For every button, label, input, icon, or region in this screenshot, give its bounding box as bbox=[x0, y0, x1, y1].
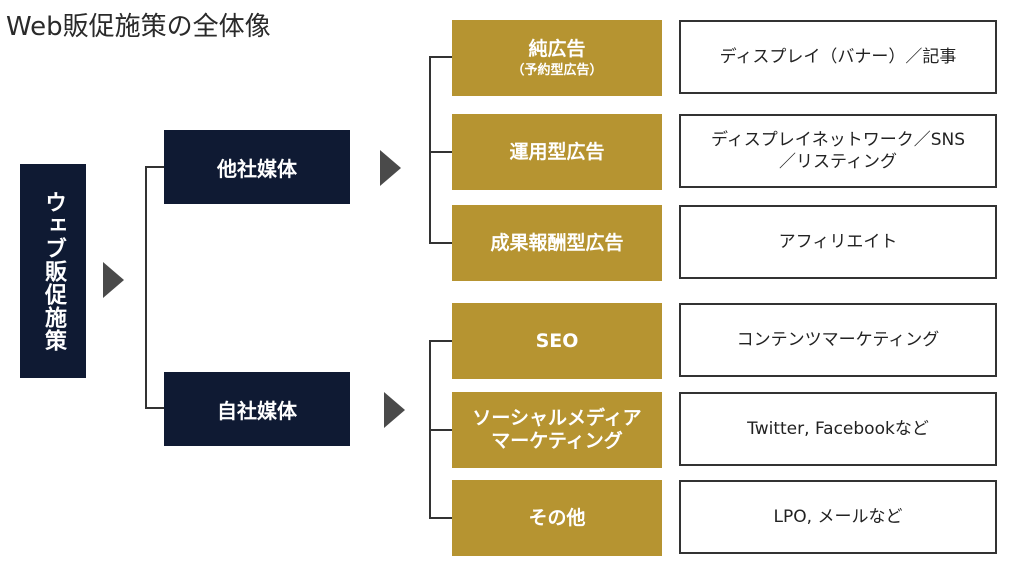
description-box: アフィリエイト bbox=[679, 205, 997, 279]
description-box: Twitter, Facebookなど bbox=[679, 392, 997, 466]
category-label: ソーシャルメディア マーケティング bbox=[472, 407, 642, 452]
category-sublabel: （予約型広告） bbox=[511, 62, 603, 78]
category-label: その他 bbox=[528, 506, 586, 529]
description-text: ディスプレイ（バナー）／記事 bbox=[719, 46, 957, 67]
page-title: Web販促施策の全体像 bbox=[6, 12, 271, 42]
root-bracket bbox=[145, 166, 164, 409]
category-label: 純広告 bbox=[528, 37, 586, 60]
description-text: コンテンツマーケティング bbox=[736, 329, 940, 350]
category-box: その他 bbox=[452, 480, 662, 556]
arrow-icon bbox=[384, 392, 405, 428]
description-text: LPO, メールなど bbox=[773, 506, 903, 527]
description-box: LPO, メールなど bbox=[679, 480, 997, 554]
category-box: SEO bbox=[452, 303, 662, 379]
arrow-icon bbox=[380, 150, 401, 186]
description-text: Twitter, Facebookなど bbox=[747, 418, 929, 439]
description-box: ディスプレイ（バナー）／記事 bbox=[679, 20, 997, 94]
description-text: ディスプレイネットワーク／SNS ／リスティング bbox=[710, 129, 966, 172]
category-box: 運用型広告 bbox=[452, 114, 662, 190]
category-box: ソーシャルメディア マーケティング bbox=[452, 392, 662, 468]
category-label: 運用型広告 bbox=[509, 140, 605, 163]
category-box: 成果報酬型広告 bbox=[452, 205, 662, 281]
description-box: ディスプレイネットワーク／SNS ／リスティング bbox=[679, 114, 997, 188]
description-box: コンテンツマーケティング bbox=[679, 303, 997, 377]
branch-node-other-media: 他社媒体 bbox=[164, 130, 350, 204]
root-node: ウェブ販促施策 bbox=[20, 164, 86, 378]
category-label: SEO bbox=[535, 329, 579, 352]
category-label: 成果報酬型広告 bbox=[490, 231, 624, 254]
branch-bracket bbox=[429, 56, 452, 244]
category-box: 純広告 （予約型広告） bbox=[452, 20, 662, 96]
description-text: アフィリエイト bbox=[778, 231, 898, 252]
arrow-icon bbox=[103, 262, 124, 298]
branch-node-own-media: 自社媒体 bbox=[164, 372, 350, 446]
